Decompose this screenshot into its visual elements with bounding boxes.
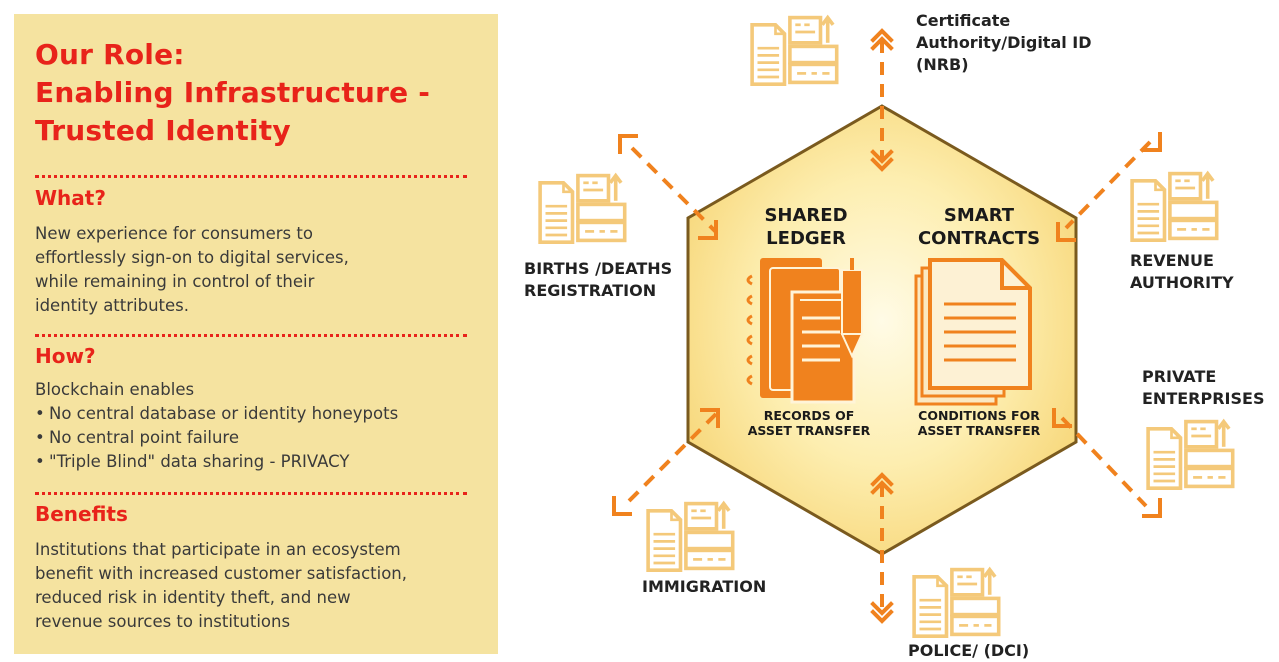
- title-line-1: Our Role:: [35, 38, 185, 71]
- arrow-up-icon: [870, 36, 894, 51]
- corner-arrow-icon: [1142, 498, 1162, 518]
- corner-arrow-icon: [1142, 132, 1162, 152]
- benefits-line: revenue sources to institutions: [35, 612, 291, 631]
- arrow-down-icon: [870, 601, 894, 616]
- document-icon: [1130, 171, 1219, 242]
- arrow-up-icon: [870, 480, 894, 495]
- benefits-line: Institutions that participate in an ecos…: [35, 540, 401, 559]
- node-label-revenue-authority: REVENUE AUTHORITY: [1130, 251, 1234, 292]
- what-heading: What?: [35, 186, 106, 210]
- node-label-private-enterprises: PRIVATE ENTERPRISES: [1142, 367, 1265, 408]
- benefits-line: reduced risk in identity theft, and new: [35, 588, 351, 607]
- contracts-caption: CONDITIONS FOR ASSET TRANSFER: [917, 408, 1041, 438]
- benefits-text: Institutions that participate in an ecos…: [35, 538, 485, 634]
- ledger-icon: [746, 258, 864, 404]
- how-heading: How?: [35, 344, 96, 368]
- node-label-police: POLICE/ (DCI): [908, 641, 1030, 660]
- how-intro: Blockchain enables: [35, 380, 195, 399]
- connector-lines: [622, 40, 1152, 610]
- bullet-item: "Triple Blind" data sharing - PRIVACY: [35, 450, 485, 474]
- arrow-down-icon: [870, 609, 894, 624]
- benefits-heading: Benefits: [35, 502, 128, 526]
- how-text: Blockchain enables No central database o…: [35, 378, 485, 474]
- divider: [35, 492, 467, 495]
- arrow-down-icon: [870, 149, 894, 164]
- bullet-item: No central point failure: [35, 426, 485, 450]
- title-line-3: Trusted Identity: [35, 114, 291, 147]
- document-icon: [750, 15, 839, 86]
- contracts-heading: SMART CONTRACTS: [917, 205, 1041, 249]
- node-label-certificate-authority: Certificate Authority/Digital ID (NRB): [916, 11, 1092, 74]
- corner-arrow-icon: [700, 408, 720, 428]
- corner-arrow-icon: [1056, 222, 1076, 242]
- corner-arrow-icon: [618, 134, 638, 154]
- bullet-item: No central database or identity honeypot…: [35, 402, 485, 426]
- arrow-down-icon: [870, 157, 894, 172]
- connector-left: [630, 146, 718, 234]
- arrowheads: [612, 28, 1162, 624]
- what-text: New experience for consumers to effortle…: [35, 222, 485, 318]
- ledger-heading: SHARED LEDGER: [764, 205, 848, 249]
- document-icon: [646, 501, 735, 572]
- what-line: identity attributes.: [35, 296, 190, 315]
- document-icon: [1146, 419, 1235, 490]
- what-line: while remaining in control of their: [35, 272, 315, 291]
- contracts-icon: [914, 258, 1032, 406]
- ledger-caption: RECORDS OF ASSET TRANSFER: [747, 408, 871, 438]
- corner-arrow-icon: [612, 496, 632, 516]
- what-line: effortlessly sign-on to digital services…: [35, 248, 349, 267]
- title-line-2: Enabling Infrastructure -: [35, 76, 431, 109]
- benefits-line: benefit with increased customer satisfac…: [35, 564, 407, 583]
- connector-right-top: [1064, 140, 1152, 230]
- node-label-births-deaths: BIRTHS /DEATHS REGISTRATION: [524, 259, 673, 300]
- divider: [35, 175, 467, 178]
- corner-arrow-icon: [698, 220, 718, 240]
- node-label-immigration: IMMIGRATION: [642, 577, 767, 596]
- arrow-up-icon: [870, 472, 894, 487]
- what-line: New experience for consumers to: [35, 224, 313, 243]
- document-icon: [538, 173, 627, 244]
- corner-arrow-icon: [1052, 408, 1072, 428]
- divider: [35, 334, 467, 337]
- document-icon: [912, 567, 1001, 638]
- arrow-up-icon: [870, 28, 894, 43]
- how-bullets: No central database or identity honeypot…: [35, 402, 485, 474]
